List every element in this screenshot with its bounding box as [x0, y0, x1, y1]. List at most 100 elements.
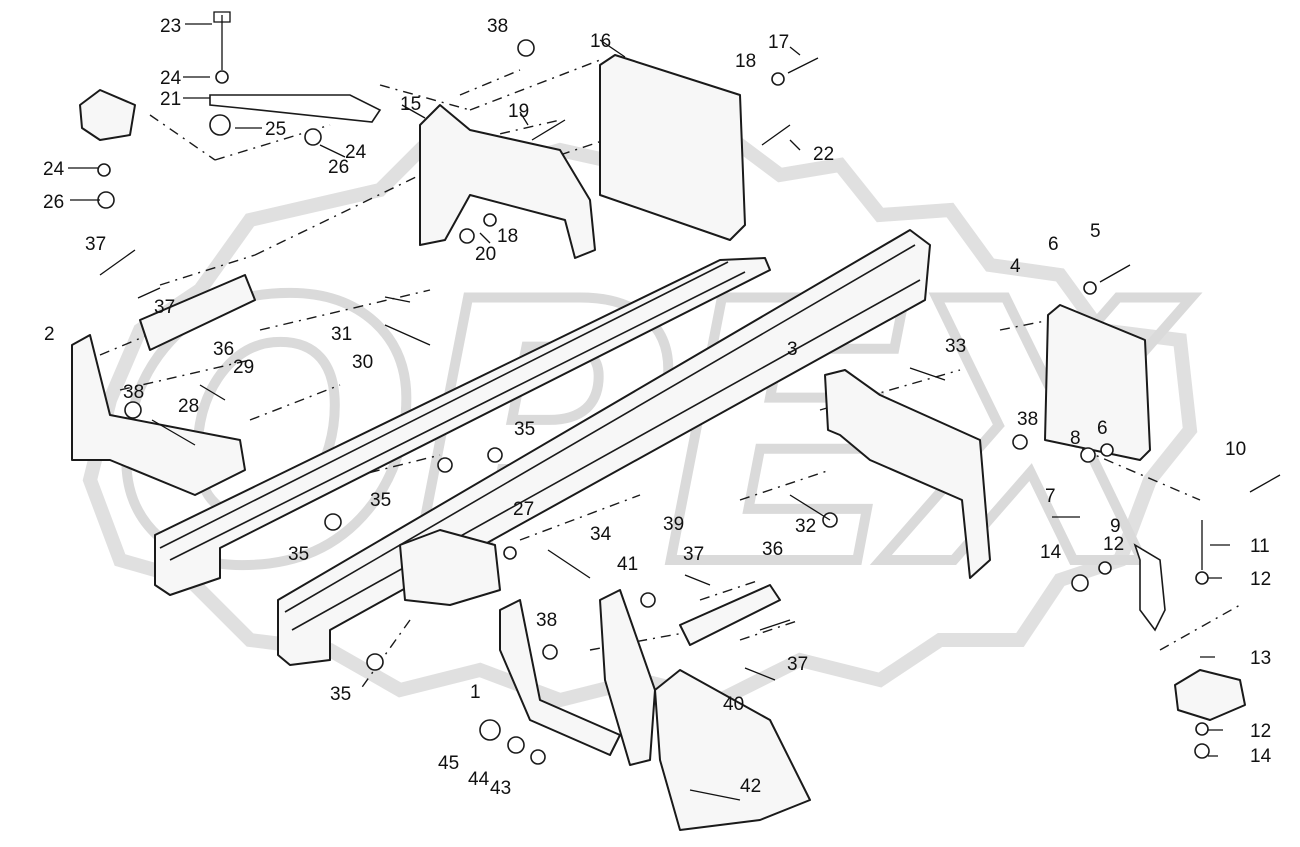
callout-35d: 35 [330, 684, 351, 705]
bolt-icon [684, 574, 791, 801]
callout-41: 41 [617, 554, 638, 575]
washer-icon [97, 163, 111, 177]
callout-38b: 38 [123, 382, 144, 403]
callout-12b: 12 [1250, 569, 1271, 590]
callout-3: 3 [787, 339, 798, 360]
nut-icon [487, 447, 503, 463]
mud-flap-right [1044, 304, 1151, 461]
nut-icon [1194, 743, 1210, 759]
callout-38c: 38 [1017, 409, 1038, 430]
callout-34: 34 [590, 524, 612, 545]
callout-32: 32 [795, 516, 816, 537]
right-frame-rail-flange [284, 244, 921, 631]
callout-6b: 6 [1097, 418, 1108, 439]
washer-icon [209, 114, 231, 136]
rubber-pad-13 [1174, 669, 1246, 721]
bolts [99, 11, 1281, 801]
nut-icon [503, 546, 517, 560]
callout-10: 10 [1225, 439, 1246, 460]
callout-12a: 12 [1103, 534, 1124, 555]
nut-icon [1071, 574, 1089, 592]
callout-36b: 36 [762, 539, 783, 560]
bracket-36-upper [139, 274, 256, 351]
fasteners [97, 39, 1210, 765]
callout-24c: 24 [345, 142, 367, 163]
assembly-line [359, 494, 801, 691]
callout-14a: 14 [1040, 542, 1062, 563]
nut-icon [517, 39, 535, 57]
callout-14b: 14 [1250, 746, 1272, 767]
assembly-lines [99, 59, 1241, 691]
callout-5: 5 [1090, 221, 1101, 242]
callout-19: 19 [508, 101, 529, 122]
callout-16: 16 [590, 31, 611, 52]
assembly-line [99, 329, 441, 491]
washer-icon [483, 213, 497, 227]
callout-45: 45 [438, 753, 459, 774]
nut-icon [324, 513, 342, 531]
callout-20: 20 [475, 244, 496, 265]
callout-37a: 37 [85, 234, 106, 255]
callout-37c: 37 [683, 544, 704, 565]
callout-29: 29 [233, 357, 254, 378]
callout-7: 7 [1045, 486, 1056, 507]
callout-8: 8 [1070, 428, 1081, 449]
callout-24b: 24 [43, 159, 65, 180]
nut-icon [97, 191, 115, 209]
callout-33: 33 [945, 336, 966, 357]
leader-line [68, 23, 262, 201]
nut-icon [542, 644, 558, 660]
rear-crossmember [419, 104, 596, 259]
callout-37d: 37 [787, 654, 808, 675]
nut-icon [507, 736, 525, 754]
leader-line [319, 39, 801, 244]
callout-9: 9 [1110, 516, 1121, 537]
callout-27: 27 [513, 499, 534, 520]
callout-2: 2 [44, 324, 55, 345]
callout-37b: 37 [154, 297, 175, 318]
callout-25: 25 [265, 119, 286, 140]
nut-icon [304, 128, 322, 146]
washer-icon [771, 72, 785, 86]
callout-23: 23 [160, 16, 181, 37]
bolt-icon [99, 249, 1203, 570]
callout-38d: 38 [536, 610, 557, 631]
nut-icon [437, 457, 453, 473]
callout-38a: 38 [487, 16, 508, 37]
step-support [599, 589, 656, 766]
bracket-3 [824, 369, 991, 579]
nut-icon [640, 592, 656, 608]
callout-11: 11 [1250, 536, 1270, 557]
callout-31: 31 [331, 324, 352, 345]
callout-17: 17 [768, 32, 789, 53]
washer-icon [1100, 443, 1114, 457]
cab-mount-bracket [399, 529, 501, 606]
callout-39: 39 [663, 514, 684, 535]
fender-42 [654, 669, 811, 831]
bracket-36-lower [679, 584, 781, 646]
washer-icon [530, 749, 546, 765]
callout-43: 43 [490, 778, 511, 799]
washer-icon [1098, 561, 1112, 575]
callout-35b: 35 [370, 490, 391, 511]
nut-icon [124, 401, 142, 419]
washer-icon [1083, 281, 1097, 295]
bolt-icon [151, 367, 946, 579]
callout-28: 28 [178, 396, 199, 417]
rod-9 [1133, 543, 1166, 632]
nut-icon [459, 228, 475, 244]
nut-icon [1080, 447, 1096, 463]
rubber-pad-top [79, 89, 136, 141]
leader-line [789, 139, 1230, 757]
callout-22: 22 [813, 144, 834, 165]
callout-35c: 35 [288, 544, 309, 565]
nut-icon [1012, 434, 1028, 450]
washer-icon [1195, 722, 1209, 736]
assembly-line [739, 319, 1241, 651]
callout-30: 30 [352, 352, 373, 373]
callout-21: 21 [160, 89, 181, 110]
left-frame-rail-flange [159, 261, 746, 561]
callout-leaders [68, 23, 1230, 757]
mud-flap-rear [599, 54, 746, 241]
